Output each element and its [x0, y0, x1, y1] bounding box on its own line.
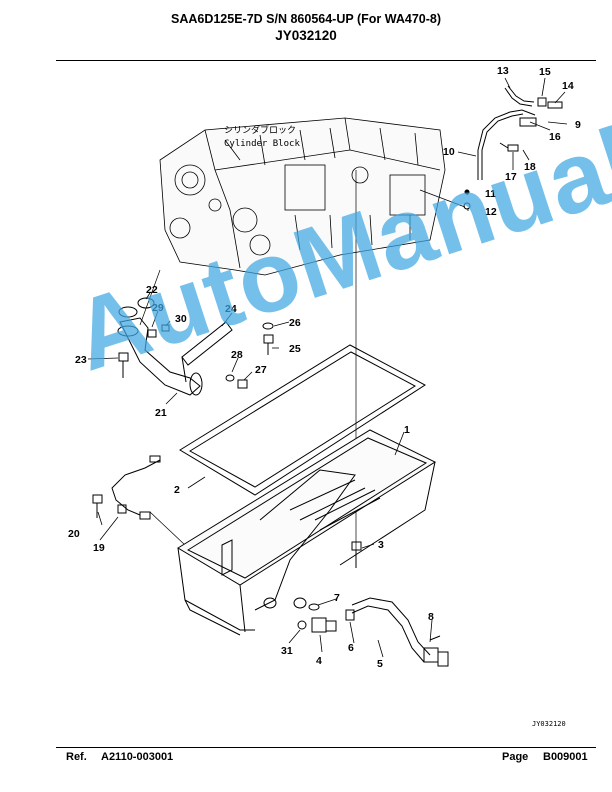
- callout-13: 13: [497, 65, 509, 77]
- oil-pan-drawing: [177, 429, 437, 636]
- ref-value: A2110-003001: [101, 751, 174, 763]
- callout-19: 19: [93, 542, 105, 554]
- footer-divider: [56, 747, 596, 748]
- drawing-number: JY032120: [275, 28, 337, 43]
- callout-2: 2: [174, 484, 180, 496]
- sensor-harness-drawing: [111, 455, 161, 520]
- callout-20: 20: [68, 528, 80, 540]
- callout-6: 6: [348, 642, 354, 654]
- suction-pipe-drawing: [117, 306, 203, 396]
- callout-3: 3: [378, 539, 384, 551]
- callout-26: 26: [289, 317, 301, 329]
- cylinder-block-label-en: Cylinder Block: [224, 139, 300, 149]
- callout-27: 27: [255, 364, 267, 376]
- callout-18: 18: [524, 161, 536, 173]
- cylinder-block-label-jp: シリンダブロック: [224, 124, 296, 136]
- callout-23: 23: [75, 354, 87, 366]
- callout-17: 17: [505, 171, 517, 183]
- header-divider: [56, 60, 596, 61]
- callout-7: 7: [334, 592, 340, 604]
- callout-5: 5: [377, 658, 383, 670]
- page-label: Page: [502, 751, 529, 763]
- ref-label: Ref.: [66, 751, 87, 763]
- leader-lines: [87, 77, 568, 658]
- callout-31: 31: [281, 645, 293, 657]
- callout-15: 15: [539, 66, 551, 78]
- callout-30: 30: [175, 313, 187, 325]
- callout-28: 28: [231, 349, 243, 361]
- callout-25: 25: [289, 343, 301, 355]
- callout-11: 11: [485, 188, 496, 200]
- callout-24: 24: [225, 303, 237, 315]
- oil-hose-drawing: [351, 597, 449, 667]
- cylinder-block-drawing: [159, 117, 446, 276]
- drain-plug-drawing: [263, 597, 355, 633]
- bolts-drawing: [92, 297, 362, 568]
- dipstick-assembly: [463, 85, 563, 210]
- oil-pan-gasket-drawing: [179, 344, 426, 496]
- callout-numbers: 1 2 3 4 5 6 7 8 9 10 11 12 13 14 15 16 1…: [68, 65, 581, 670]
- page-title: SAA6D125E-7D S/N 860564-UP (For WA470-8): [170, 12, 441, 26]
- figure-id: JY032120: [532, 720, 566, 728]
- callout-29: 29: [152, 302, 164, 314]
- callout-9: 9: [575, 119, 581, 131]
- callout-8: 8: [428, 611, 434, 623]
- callout-22: 22: [146, 284, 158, 296]
- callout-4: 4: [316, 655, 322, 667]
- bracket-drawing: [181, 321, 233, 383]
- callout-12: 12: [485, 206, 497, 218]
- callout-21: 21: [155, 407, 167, 419]
- callout-14: 14: [562, 80, 574, 92]
- callout-1: 1: [404, 424, 410, 436]
- page-value: B009001: [543, 751, 588, 763]
- callout-10: 10: [443, 146, 455, 158]
- callout-16: 16: [549, 131, 561, 143]
